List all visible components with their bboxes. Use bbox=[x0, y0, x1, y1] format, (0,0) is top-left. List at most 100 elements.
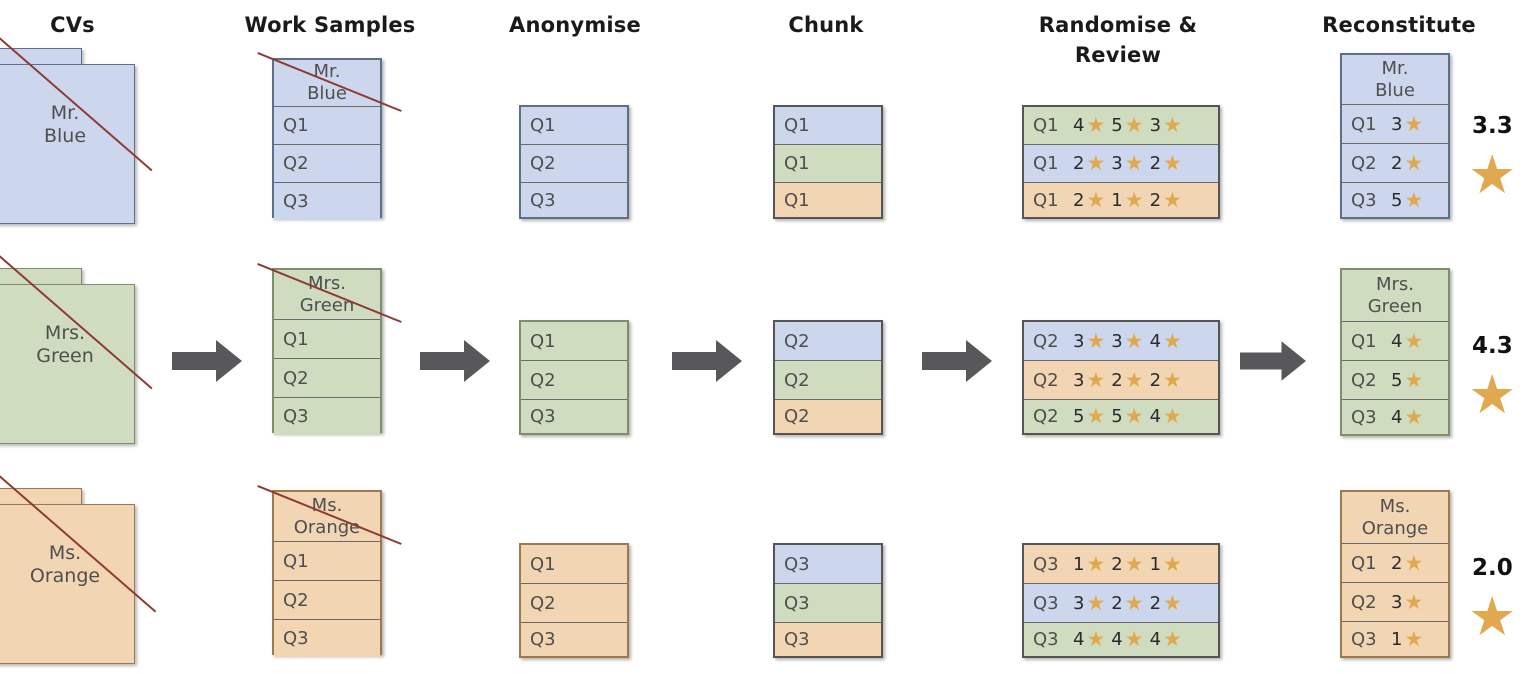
star-icon: ★ bbox=[1468, 365, 1517, 425]
star-icon: ★ bbox=[1086, 187, 1106, 212]
anonymised-question: Q3 bbox=[521, 183, 627, 217]
review-score: 1 bbox=[1111, 189, 1123, 211]
star-icon: ★ bbox=[1404, 626, 1424, 651]
cv-card-front[interactable]: Mr. Blue bbox=[0, 64, 135, 224]
anonymised-box-green[interactable]: Q1 Q2 Q3 bbox=[519, 320, 629, 435]
review-score: 4 bbox=[1149, 330, 1162, 352]
work-sample-box-green[interactable]: Mrs. Green Q1 Q2 Q3 bbox=[272, 268, 382, 435]
star-icon: ★ bbox=[1163, 113, 1182, 137]
reconstitute-question-label: Q1 bbox=[1351, 113, 1377, 135]
review-score: 3 bbox=[1111, 153, 1123, 174]
star-icon: ★ bbox=[1124, 404, 1144, 428]
column-header-chunk: Chunk bbox=[752, 10, 900, 40]
randomise-question-label: Q2 bbox=[1033, 406, 1059, 427]
randomise-question-label: Q3 bbox=[1033, 553, 1059, 575]
star-icon: ★ bbox=[1468, 145, 1517, 205]
work-sample-box-blue[interactable]: Mr. Blue Q1 Q2 Q3 bbox=[272, 58, 382, 220]
anonymised-question: Q2 bbox=[521, 361, 627, 400]
work-sample-question: Q2 bbox=[274, 581, 380, 620]
reconstitute-score: 3 bbox=[1391, 591, 1403, 613]
chunk-box-q2[interactable]: Q2 Q2 Q2 bbox=[773, 320, 883, 435]
review-score: 2 bbox=[1111, 592, 1123, 614]
review-score: 4 bbox=[1073, 629, 1085, 650]
cv-card-name: Mr. Blue bbox=[43, 101, 87, 148]
column-header-label: Anonymise bbox=[509, 13, 641, 37]
randomise-question-label: Q2 bbox=[1033, 369, 1059, 391]
work-sample-question: Q1 bbox=[274, 107, 380, 145]
review-score: 2 bbox=[1073, 153, 1085, 174]
star-icon: ★ bbox=[1086, 590, 1106, 615]
reconstitute-question-label: Q2 bbox=[1351, 152, 1377, 174]
chunk-box-q3[interactable]: Q3 Q3 Q3 bbox=[773, 543, 883, 658]
cv-card-front[interactable]: Ms. Orange bbox=[0, 504, 135, 664]
star-icon: ★ bbox=[1163, 404, 1182, 428]
column-header-reconstitute: Reconstitute bbox=[1300, 10, 1498, 40]
column-header-anonymise: Anonymise bbox=[480, 10, 670, 40]
cv-card-name: Mrs. Green bbox=[36, 321, 94, 368]
star-icon: ★ bbox=[1124, 328, 1144, 353]
chunk-row: Q1 bbox=[775, 183, 881, 217]
review-score: 2 bbox=[1149, 592, 1162, 614]
chunk-box-q1[interactable]: Q1 Q1 Q1 bbox=[773, 105, 883, 219]
right-arrow-icon bbox=[672, 340, 742, 382]
chunk-row: Q2 bbox=[775, 361, 881, 400]
column-header-label: CVs bbox=[50, 13, 95, 37]
column-header-label: Work Samples bbox=[244, 13, 416, 37]
average-score-green: 4.3 bbox=[1472, 333, 1513, 359]
column-header-work-samples: Work Samples bbox=[232, 10, 428, 40]
right-arrow-icon bbox=[172, 340, 242, 382]
star-icon: ★ bbox=[1086, 151, 1106, 175]
reconstitute-question-label: Q1 bbox=[1351, 552, 1377, 574]
star-icon: ★ bbox=[1086, 404, 1106, 428]
work-sample-box-orange[interactable]: Ms. Orange Q1 Q2 Q3 bbox=[272, 490, 382, 657]
average-score-blue: 3.3 bbox=[1472, 113, 1513, 139]
chunk-row: Q2 bbox=[775, 400, 881, 433]
review-score: 2 bbox=[1149, 189, 1162, 211]
star-icon: ★ bbox=[1086, 113, 1106, 137]
anonymised-question: Q3 bbox=[521, 400, 627, 433]
randomise-question-label: Q1 bbox=[1033, 153, 1059, 174]
review-score: 5 bbox=[1073, 406, 1085, 427]
anonymised-question: Q1 bbox=[521, 107, 627, 145]
review-score: 3 bbox=[1149, 115, 1162, 136]
review-score: 4 bbox=[1111, 629, 1123, 650]
review-score: 2 bbox=[1111, 553, 1123, 575]
work-sample-question: Q2 bbox=[274, 145, 380, 183]
reconstitute-question-label: Q1 bbox=[1351, 330, 1377, 352]
randomise-question-label: Q2 bbox=[1033, 330, 1059, 352]
star-icon: ★ bbox=[1404, 550, 1424, 575]
randomise-question-label: Q3 bbox=[1033, 629, 1059, 650]
review-score: 3 bbox=[1073, 592, 1085, 614]
star-icon: ★ bbox=[1163, 367, 1182, 392]
anonymised-box-blue[interactable]: Q1 Q2 Q3 bbox=[519, 105, 629, 219]
anonymised-box-orange[interactable]: Q1 Q2 Q3 bbox=[519, 543, 629, 658]
reconstitute-name: Ms.Orange bbox=[1342, 492, 1448, 544]
reconstitute-score: 3 bbox=[1391, 113, 1403, 135]
star-icon: ★ bbox=[1163, 187, 1182, 212]
star-icon: ★ bbox=[1163, 328, 1182, 353]
right-arrow-icon bbox=[922, 340, 992, 382]
review-score: 3 bbox=[1111, 330, 1123, 352]
right-arrow-icon bbox=[1240, 340, 1306, 382]
reconstitute-score: 5 bbox=[1391, 369, 1403, 391]
reconstitute-name: Mr.Blue bbox=[1342, 55, 1448, 105]
star-icon: ★ bbox=[1086, 367, 1106, 392]
review-score: 3 bbox=[1073, 369, 1085, 391]
column-header-label: Chunk bbox=[788, 13, 864, 37]
cv-card-front[interactable]: Mrs. Green bbox=[0, 284, 135, 444]
